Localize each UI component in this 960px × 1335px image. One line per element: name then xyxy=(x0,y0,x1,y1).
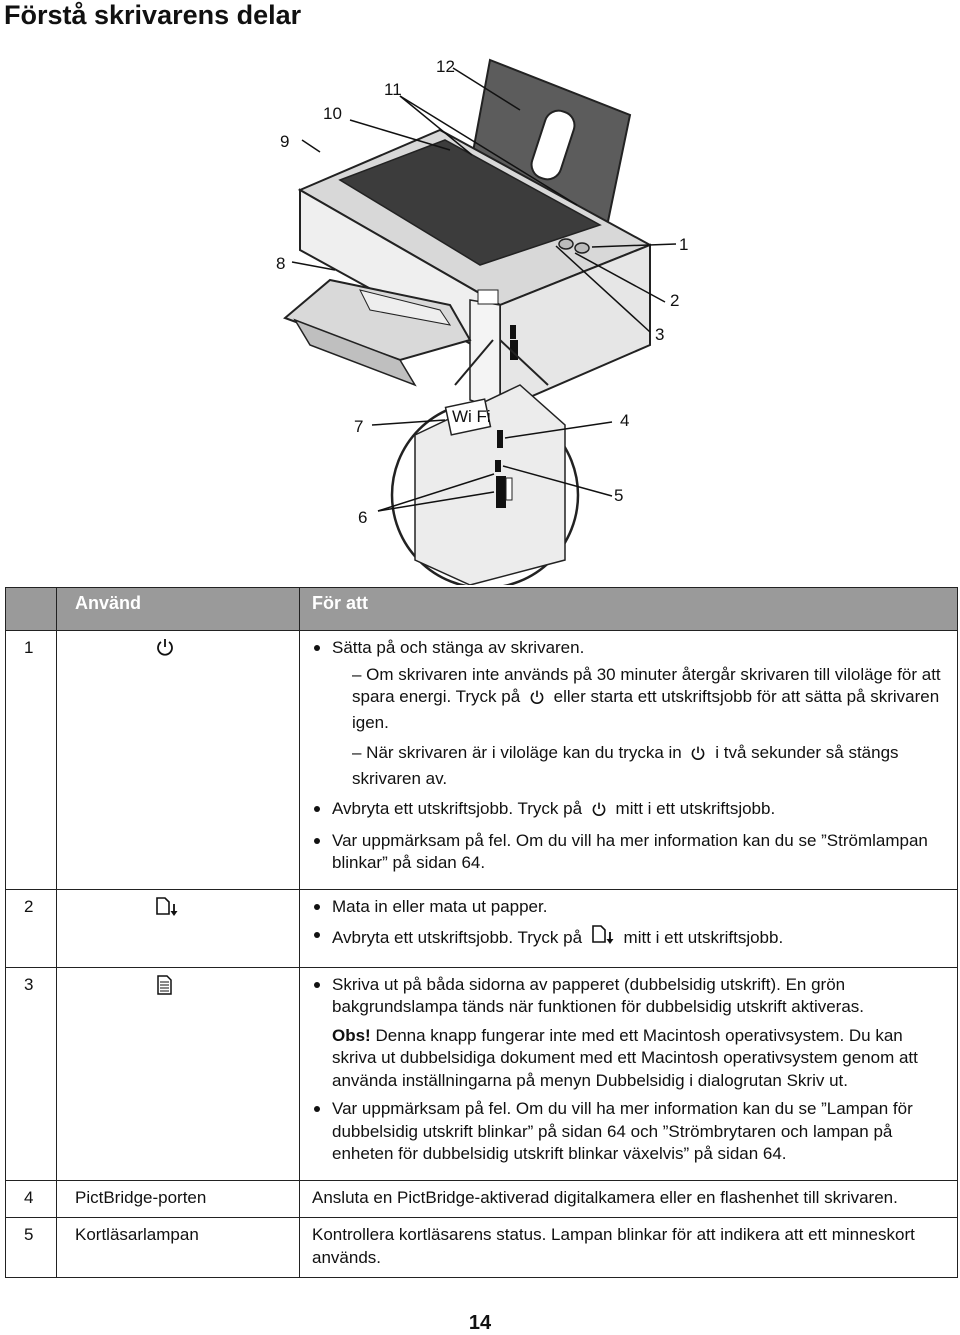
page-title: Förstå skrivarens delar xyxy=(4,0,302,30)
output-tray xyxy=(283,278,472,387)
page-number: 14 xyxy=(468,1312,492,1334)
table-row: 4 PictBridge-porten Ansluta en PictBridg… xyxy=(5,1179,958,1218)
callout-4: 4 xyxy=(620,411,629,430)
row-number: 3 xyxy=(5,966,57,1181)
callout-3: 3 xyxy=(655,325,664,344)
callout-10: 10 xyxy=(323,104,342,123)
row-use: PictBridge-porten xyxy=(56,1179,300,1218)
row-number: 2 xyxy=(5,888,57,968)
parts-table: Använd För att 1 Sätta på och stänga av … xyxy=(5,587,958,1278)
power-icon xyxy=(155,637,175,664)
callout-8: 8 xyxy=(276,254,285,273)
note-label: Obs! xyxy=(332,1025,371,1045)
note: Obs! Denna knapp fungerar inte med ett M… xyxy=(332,1025,918,1090)
table-row: 5 Kortläsarlampan Kontrollera kortläsare… xyxy=(5,1217,958,1278)
table-row: 2 Mata in eller mata ut papper. Avbryta … xyxy=(5,888,958,968)
callout-11: 11 xyxy=(384,80,402,99)
list-item: Avbryta ett utskriftsjobb. Tryck på mitt… xyxy=(312,924,949,953)
paper-feed-icon xyxy=(155,896,179,925)
list-item: Skriva ut på båda sidorna av papperet (d… xyxy=(312,974,949,1093)
table-row: 1 Sätta på och stänga av skrivaren. – Om… xyxy=(5,630,958,890)
list-item: Mata in eller mata ut papper. xyxy=(312,896,949,919)
callout-lines xyxy=(291,67,677,512)
table-row: 3 Skriva ut på båda sidorna av papperet … xyxy=(5,966,958,1181)
header-for: För att xyxy=(299,587,958,631)
callout-5: 5 xyxy=(614,486,623,505)
row-text: Kontrollera kortläsarens status. Lampan … xyxy=(299,1217,958,1278)
power-icon xyxy=(529,689,545,712)
list-item: Avbryta ett utskriftsjobb. Tryck på mitt… xyxy=(312,798,949,824)
duplex-icon xyxy=(155,974,175,1003)
list-item: Var uppmärksam på fel. Om du vill ha mer… xyxy=(312,1098,949,1166)
sub-item: – När skrivaren är i viloläge kan du try… xyxy=(352,743,899,788)
row-use: Kortläsarlampan xyxy=(56,1217,300,1278)
row-number: 5 xyxy=(5,1217,57,1278)
callout-2: 2 xyxy=(670,291,679,310)
callout-1: 1 xyxy=(679,235,688,254)
table-header-row: Använd För att xyxy=(5,587,958,631)
list-item: Var uppmärksam på fel. Om du vill ha mer… xyxy=(312,830,949,875)
power-icon xyxy=(690,745,706,768)
callout-6: 6 xyxy=(358,508,367,527)
row-number: 1 xyxy=(5,630,57,890)
callout-7: 7 xyxy=(354,417,363,436)
callout-9: 9 xyxy=(280,132,289,151)
header-num xyxy=(5,587,57,631)
callout-labels: 1 2 3 4 5 6 7 8 9 10 11 12 xyxy=(276,57,688,527)
header-use: Använd xyxy=(56,587,300,631)
paper-feed-icon xyxy=(591,924,615,953)
wifi-logo: Wi Fi xyxy=(452,407,491,426)
power-icon xyxy=(591,801,607,824)
row-number: 4 xyxy=(5,1179,57,1218)
callout-12: 12 xyxy=(436,57,455,76)
list-item: Sätta på och stänga av skrivaren. – Om s… xyxy=(312,637,949,790)
printer-diagram: Wi Fi 1 2 3 4 5 6 7 8 9 10 11 12 xyxy=(276,57,688,585)
sub-item: – Om skrivaren inte används på 30 minute… xyxy=(352,664,941,732)
row-text: Ansluta en PictBridge-aktiverad digitalk… xyxy=(299,1179,958,1218)
